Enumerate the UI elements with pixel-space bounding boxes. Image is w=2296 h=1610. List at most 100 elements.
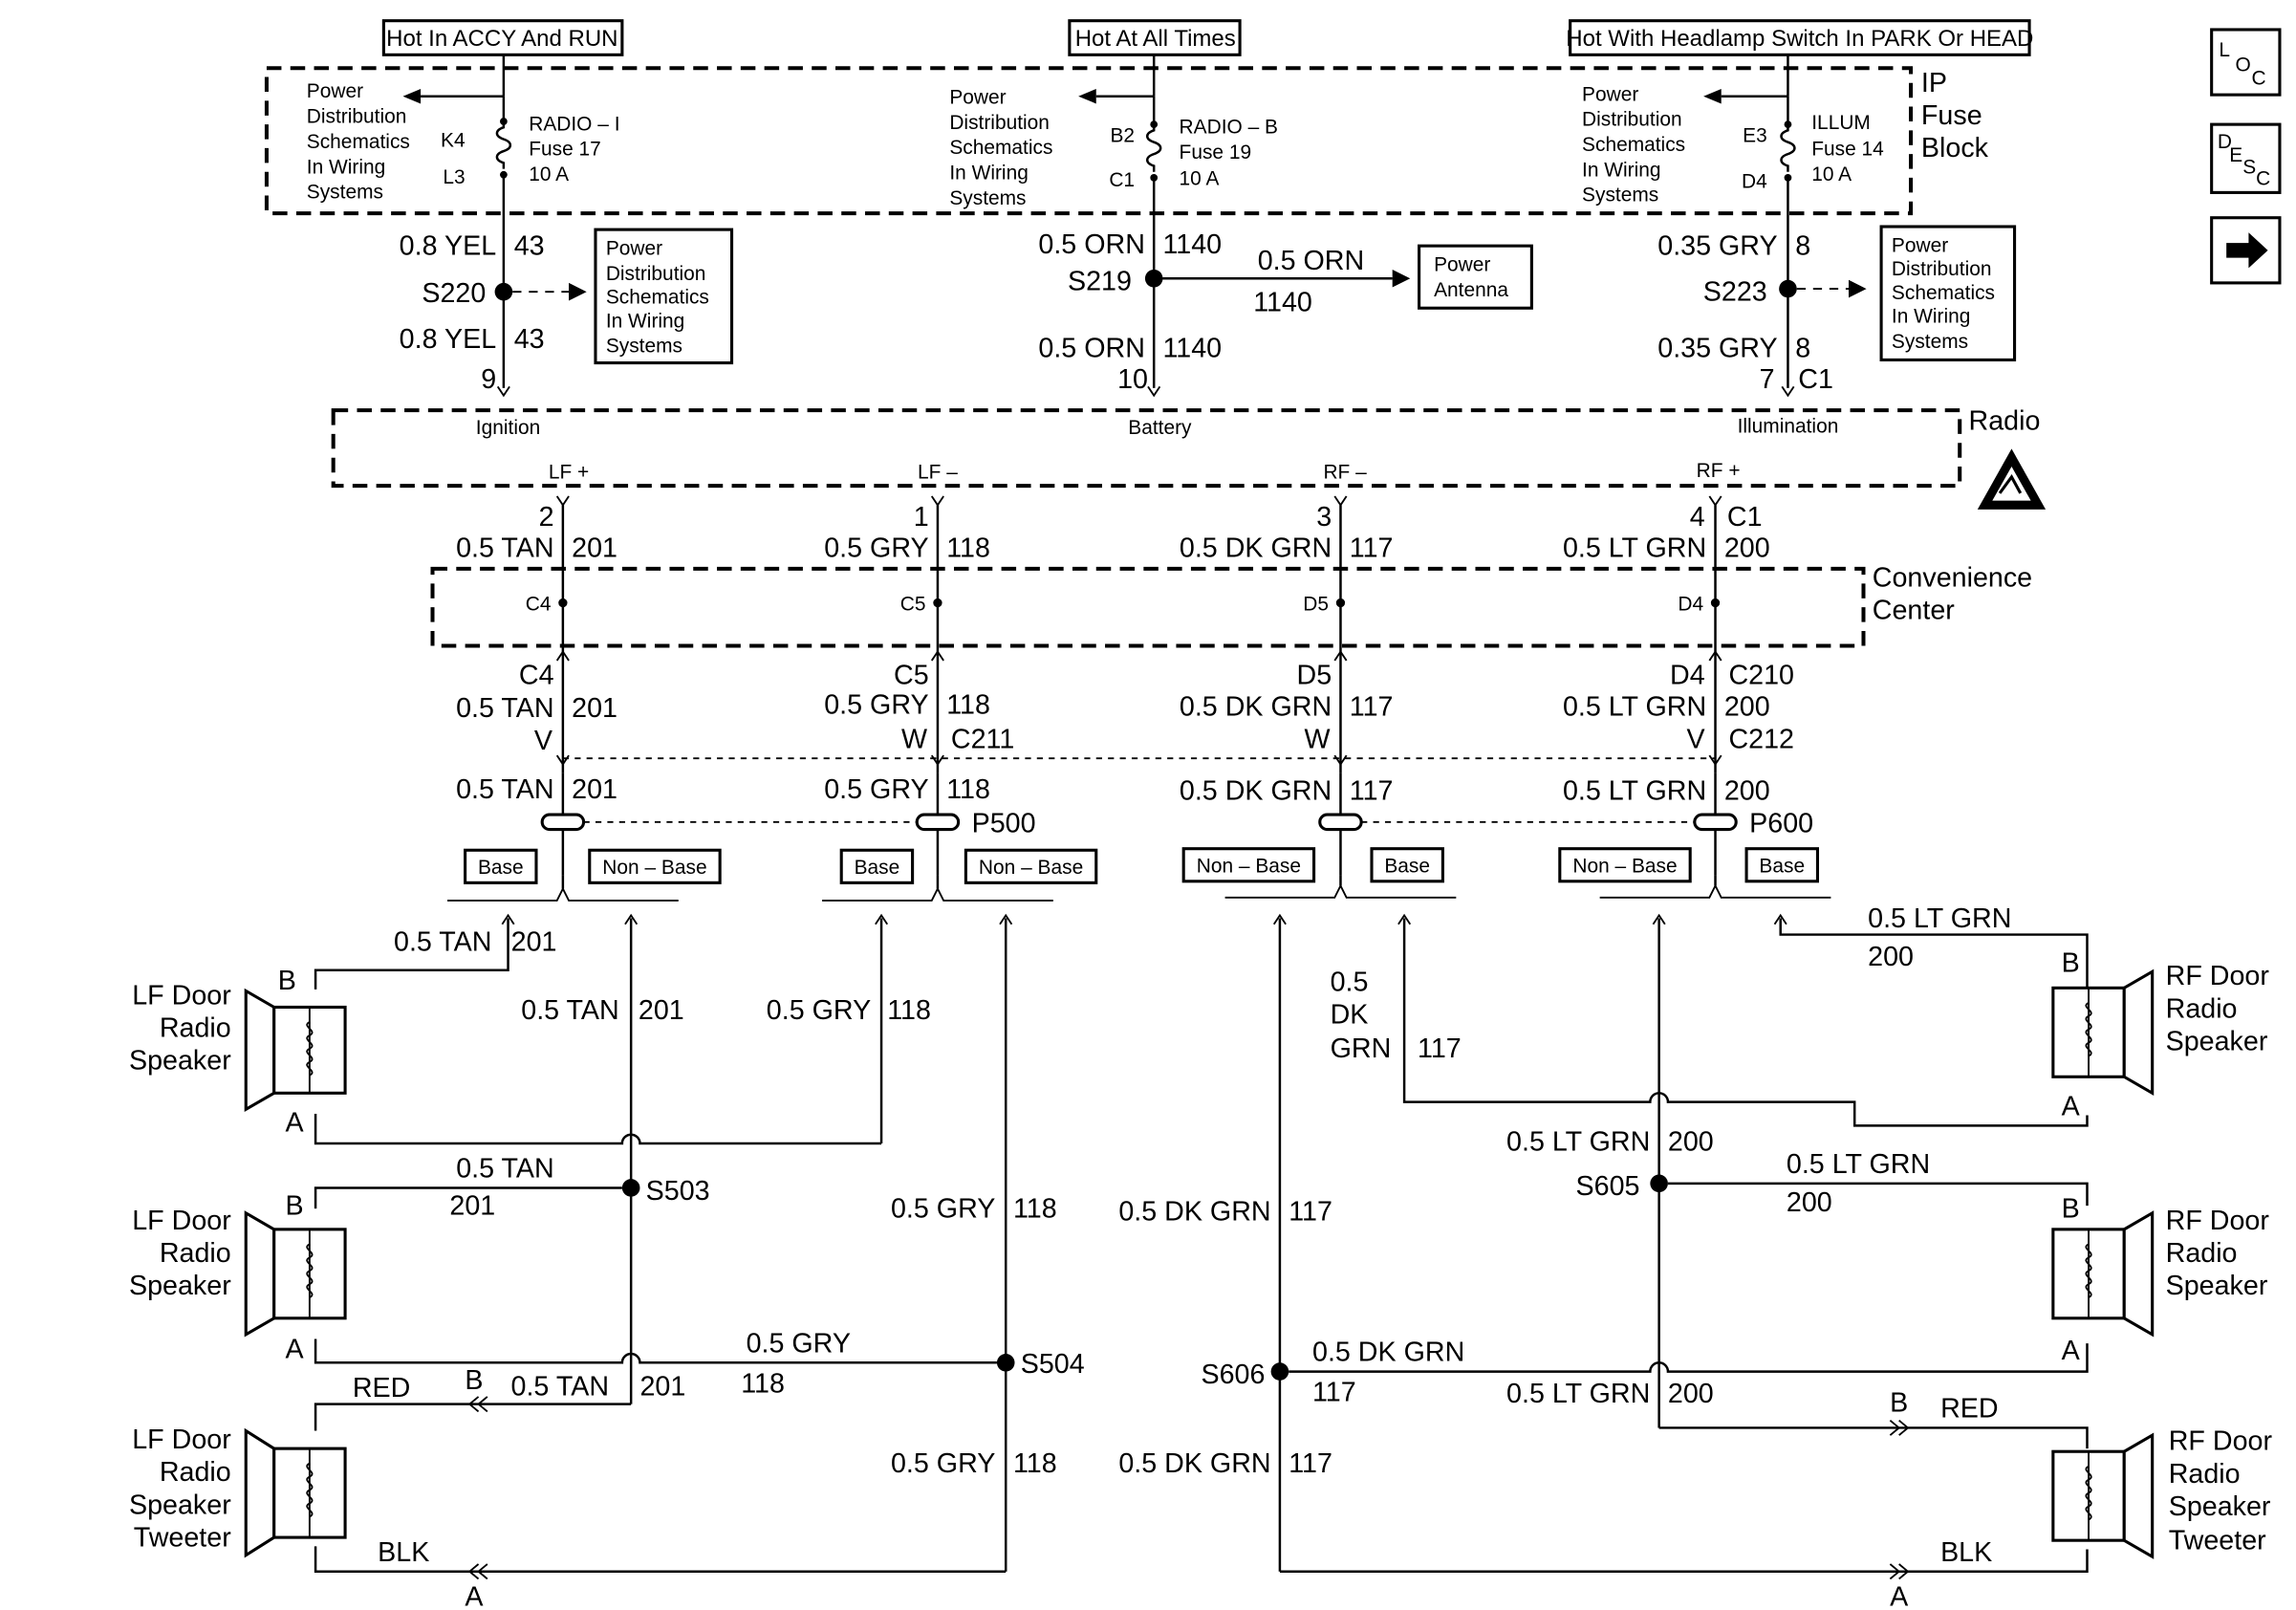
svg-text:Systems: Systems — [1892, 331, 1968, 353]
svg-text:O: O — [2235, 54, 2250, 76]
svg-text:C: C — [2252, 67, 2266, 89]
power-distribution-ref: Power Distribution Schematics In Wiring … — [949, 86, 1052, 208]
svg-text:0.5 TAN: 0.5 TAN — [521, 995, 618, 1026]
jumper-p600: P600 — [1318, 772, 1813, 876]
esd-warning-icon — [1977, 448, 2047, 510]
svg-text:A: A — [286, 1335, 305, 1365]
svg-text:Speaker: Speaker — [2169, 1491, 2271, 1522]
svg-text:BLK: BLK — [1940, 1537, 1992, 1568]
svg-text:Speaker: Speaker — [129, 1271, 231, 1301]
jumper-p500: P500 — [540, 772, 1036, 876]
lf-door-tweeter: LF Door Radio Speaker Tweeter — [129, 1425, 347, 1558]
svg-text:0.35 GRY: 0.35 GRY — [1657, 230, 1777, 261]
splice-s605 — [1650, 1174, 1668, 1193]
power-antenna-box: Power Antenna — [1418, 244, 1533, 310]
splice-s504 — [996, 1353, 1015, 1372]
svg-text:C211: C211 — [951, 724, 1014, 754]
svg-text:Radio: Radio — [2169, 1459, 2241, 1490]
svg-text:200: 200 — [1724, 533, 1770, 564]
svg-text:B2: B2 — [1110, 125, 1135, 147]
svg-text:Distribution: Distribution — [307, 106, 407, 128]
svg-text:C4: C4 — [519, 661, 554, 691]
svg-text:Hot At All Times: Hot At All Times — [1075, 26, 1236, 52]
svg-text:RADIO – I: RADIO – I — [529, 113, 619, 135]
base-option-labels: Base Non – Base Base Non – Base Non – Ba… — [464, 847, 1820, 884]
svg-text:GRN: GRN — [1331, 1033, 1392, 1064]
svg-text:200: 200 — [1868, 942, 1914, 972]
lf-plus-circuit: 2 0.5 TAN 201 C4 C4 0.5 TAN 201 V 0.5 TA… — [456, 495, 617, 805]
svg-text:7: 7 — [1760, 364, 1775, 395]
svg-text:200: 200 — [1724, 691, 1770, 722]
svg-text:LF Door: LF Door — [132, 980, 231, 1011]
svg-text:9: 9 — [481, 364, 496, 395]
description-view-button[interactable]: D E S C — [2210, 122, 2282, 194]
arrow-right-icon — [2226, 232, 2268, 269]
svg-text:Distribution: Distribution — [949, 112, 1050, 134]
svg-text:Fuse 19: Fuse 19 — [1180, 141, 1252, 163]
svg-text:Fuse 14: Fuse 14 — [1811, 139, 1884, 161]
svg-text:Power: Power — [1582, 83, 1638, 105]
svg-text:A: A — [2062, 1336, 2081, 1366]
svg-text:S606: S606 — [1201, 1360, 1265, 1390]
svg-text:RF –: RF – — [1323, 461, 1367, 483]
svg-text:C210: C210 — [1728, 661, 1794, 691]
rf-plus-circuit: 4 C1 0.5 LT GRN 200 D4 D4 C210 0.5 LT GR… — [1563, 495, 1794, 807]
svg-text:10 A: 10 A — [529, 163, 569, 185]
svg-text:0.5 DK GRN: 0.5 DK GRN — [1180, 691, 1332, 722]
svg-text:Illumination: Illumination — [1738, 415, 1839, 437]
location-view-button[interactable]: L O C — [2210, 28, 2282, 97]
svg-text:200: 200 — [1668, 1127, 1714, 1158]
svg-text:S223: S223 — [1703, 276, 1767, 307]
svg-text:D5: D5 — [1303, 593, 1329, 615]
svg-text:0.5 TAN: 0.5 TAN — [456, 774, 553, 805]
next-page-button[interactable] — [2210, 216, 2282, 285]
svg-text:0.5 LT GRN: 0.5 LT GRN — [1506, 1379, 1650, 1409]
svg-text:Fuse 17: Fuse 17 — [529, 139, 601, 161]
svg-text:0.5 LT GRN: 0.5 LT GRN — [1506, 1127, 1650, 1158]
svg-text:K4: K4 — [441, 129, 466, 151]
svg-text:D4: D4 — [1670, 661, 1705, 691]
svg-text:117: 117 — [1289, 1448, 1332, 1479]
convenience-center: Convenience Center — [430, 562, 2032, 648]
svg-text:Base: Base — [1759, 855, 1805, 877]
svg-text:Antenna: Antenna — [1434, 279, 1508, 301]
svg-text:0.5 LT GRN: 0.5 LT GRN — [1563, 691, 1706, 722]
svg-text:201: 201 — [572, 533, 617, 564]
splice-s606 — [1270, 1362, 1289, 1381]
splice-s503 — [621, 1179, 640, 1197]
svg-text:0.35 GRY: 0.35 GRY — [1657, 333, 1777, 363]
svg-text:RED: RED — [1940, 1394, 1999, 1425]
svg-text:D: D — [2218, 131, 2232, 153]
power-distribution-ref: Power Distribution Schematics In Wiring … — [307, 80, 410, 203]
svg-text:Systems: Systems — [949, 187, 1026, 209]
svg-text:Schematics: Schematics — [1892, 282, 1995, 304]
lf-minus-circuit: 1 0.5 GRY 118 C5 C5 0.5 GRY 118 W C211 0… — [824, 495, 1014, 805]
lf-door-speaker-2: B A LF Door Radio Speaker — [129, 1190, 347, 1365]
svg-text:Power: Power — [1434, 254, 1490, 276]
svg-text:0.5 DK GRN: 0.5 DK GRN — [1118, 1197, 1270, 1228]
ip-fuse-block: IP Fuse Block — [264, 66, 1989, 216]
svg-text:Block: Block — [1921, 133, 1989, 163]
svg-text:201: 201 — [572, 693, 617, 724]
svg-text:1140: 1140 — [1162, 229, 1222, 260]
svg-text:0.5 DK GRN: 0.5 DK GRN — [1180, 776, 1332, 807]
svg-text:Hot In ACCY And RUN: Hot In ACCY And RUN — [386, 26, 617, 52]
svg-text:43: 43 — [514, 230, 545, 261]
svg-text:0.5 DK GRN: 0.5 DK GRN — [1118, 1448, 1270, 1479]
svg-text:Base: Base — [478, 857, 524, 879]
svg-text:Base: Base — [855, 857, 900, 879]
svg-text:Non – Base: Non – Base — [979, 857, 1083, 879]
svg-text:0.5 LT GRN: 0.5 LT GRN — [1868, 903, 2011, 934]
svg-text:4: 4 — [1690, 502, 1705, 533]
svg-text:3: 3 — [1316, 502, 1332, 533]
splice-s223 — [1779, 279, 1797, 298]
svg-text:RF Door: RF Door — [2166, 1206, 2270, 1236]
splice-s219 — [1144, 269, 1163, 288]
hot-accy-run-label: Hot In ACCY And RUN — [381, 19, 624, 56]
svg-text:Power: Power — [1892, 234, 1948, 256]
power-distribution-ref: Power Distribution Schematics In Wiring … — [1582, 83, 1685, 206]
option-brackets — [447, 875, 1831, 902]
svg-text:C1: C1 — [1727, 502, 1763, 533]
hot-headlamp-label: Hot With Headlamp Switch In PARK Or HEAD — [1566, 19, 2033, 56]
svg-text:0.5 LT GRN: 0.5 LT GRN — [1563, 533, 1706, 564]
